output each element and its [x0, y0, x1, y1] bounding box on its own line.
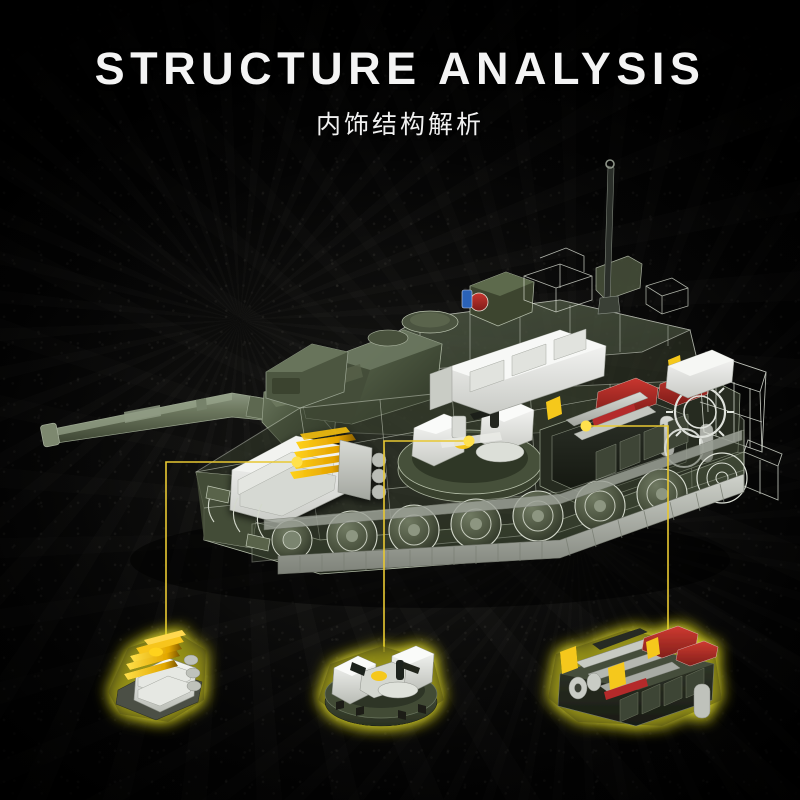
ammunition-shells — [290, 427, 356, 479]
sight-lens-blue — [461, 289, 473, 309]
radio-antenna — [597, 159, 621, 315]
turret-stowage-bins — [265, 343, 349, 409]
interior-upper-equipment — [429, 328, 607, 415]
commander-sight — [461, 271, 535, 327]
engine-yellow-pin — [546, 396, 562, 420]
turret-roof-equipment — [367, 247, 689, 347]
page-subtitle: 内饰结构解析 — [315, 111, 484, 139]
header: STRUCTURE ANALYSIS 内饰结构解析 — [0, 0, 800, 138]
sight-lens-red — [469, 292, 489, 312]
periscope-ghost-cluster — [523, 247, 593, 313]
rear-white-bricks — [665, 349, 735, 399]
rear-mudguard-ghost — [743, 439, 783, 501]
page-title: STRUCTURE ANALYSIS — [94, 43, 706, 94]
main-gun-barrel — [40, 392, 273, 448]
smoke-discharger-ghost — [645, 277, 689, 315]
